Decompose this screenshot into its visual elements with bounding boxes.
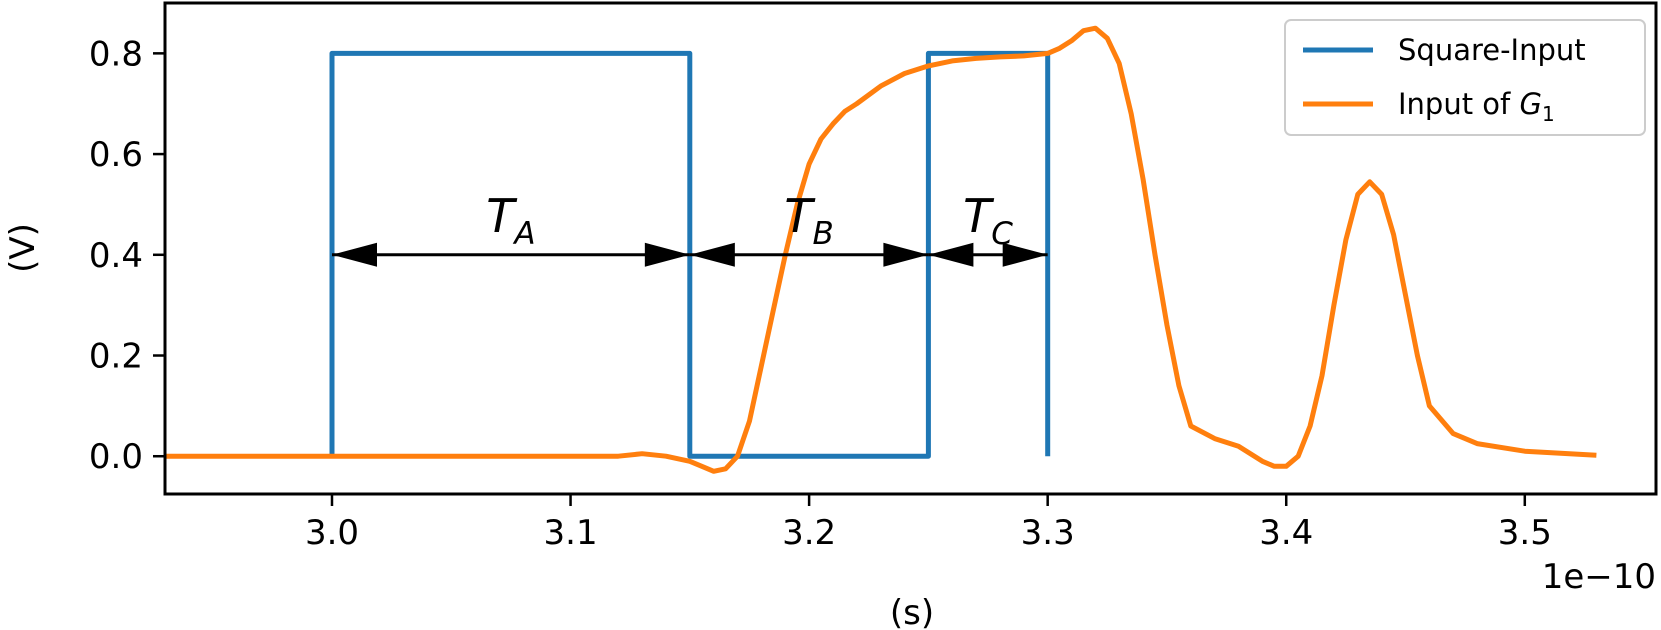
annotation-var: T [784,189,816,243]
legend-label-square-input: Square-Input [1398,33,1586,67]
y-tick-label: 0.0 [89,437,143,477]
y-tick-label: 0.4 [89,236,143,276]
annotation-label: TC [963,189,1013,252]
x-offset-label: 1e−10 [1542,557,1656,597]
annotation-arrowhead-right [644,242,690,267]
annotation-var: T [486,189,518,243]
annotation-sub: A [512,216,535,252]
annotation-arrowhead-left [689,242,735,267]
x-tick-label: 3.4 [1259,513,1313,553]
x-tick-label: 3.0 [305,513,359,553]
annotation-arrowhead-right [1002,242,1048,267]
x-axis-label: (s) [890,593,934,630]
y-tick-label: 0.2 [89,337,143,377]
annotation-arrowhead-left [928,242,974,267]
annotation-tc: TC [928,189,1048,267]
x-axis: 3.0 3.1 3.2 3.3 3.4 3.5 [305,494,1552,553]
legend-label-main: Input of [1398,87,1519,121]
legend: Square-Input Input of G1 [1284,19,1646,136]
legend-label-input-of-g1: Input of G1 [1398,87,1555,126]
annotation-arrowhead-right [883,242,929,267]
x-tick-label: 3.5 [1498,513,1552,553]
annotation-arrowhead-left [331,242,377,267]
legend-box [1284,19,1646,136]
annotation-label: TB [784,189,833,252]
x-tick-label: 3.3 [1021,513,1075,553]
annotation-var: T [963,189,995,243]
legend-label-var: G [1519,87,1541,121]
y-axis: 0.0 0.2 0.4 0.6 0.8 [89,34,165,477]
annotation-tb: TB [689,189,929,267]
x-tick-label: 3.1 [544,513,598,553]
annotation-sub: C [991,216,1013,252]
annotation-sub: B [813,216,834,252]
y-tick-label: 0.8 [89,34,143,74]
series-input-of-g1 [165,25,1597,474]
annotation-label: TA [486,189,535,252]
x-tick-label: 3.2 [782,513,836,553]
annotation-ta: TA [331,189,690,267]
plot-frame [163,1,1658,496]
y-tick-label: 0.6 [89,135,143,175]
legend-label-sub: 1 [1542,102,1555,126]
y-axis-label: (V) [3,223,43,273]
